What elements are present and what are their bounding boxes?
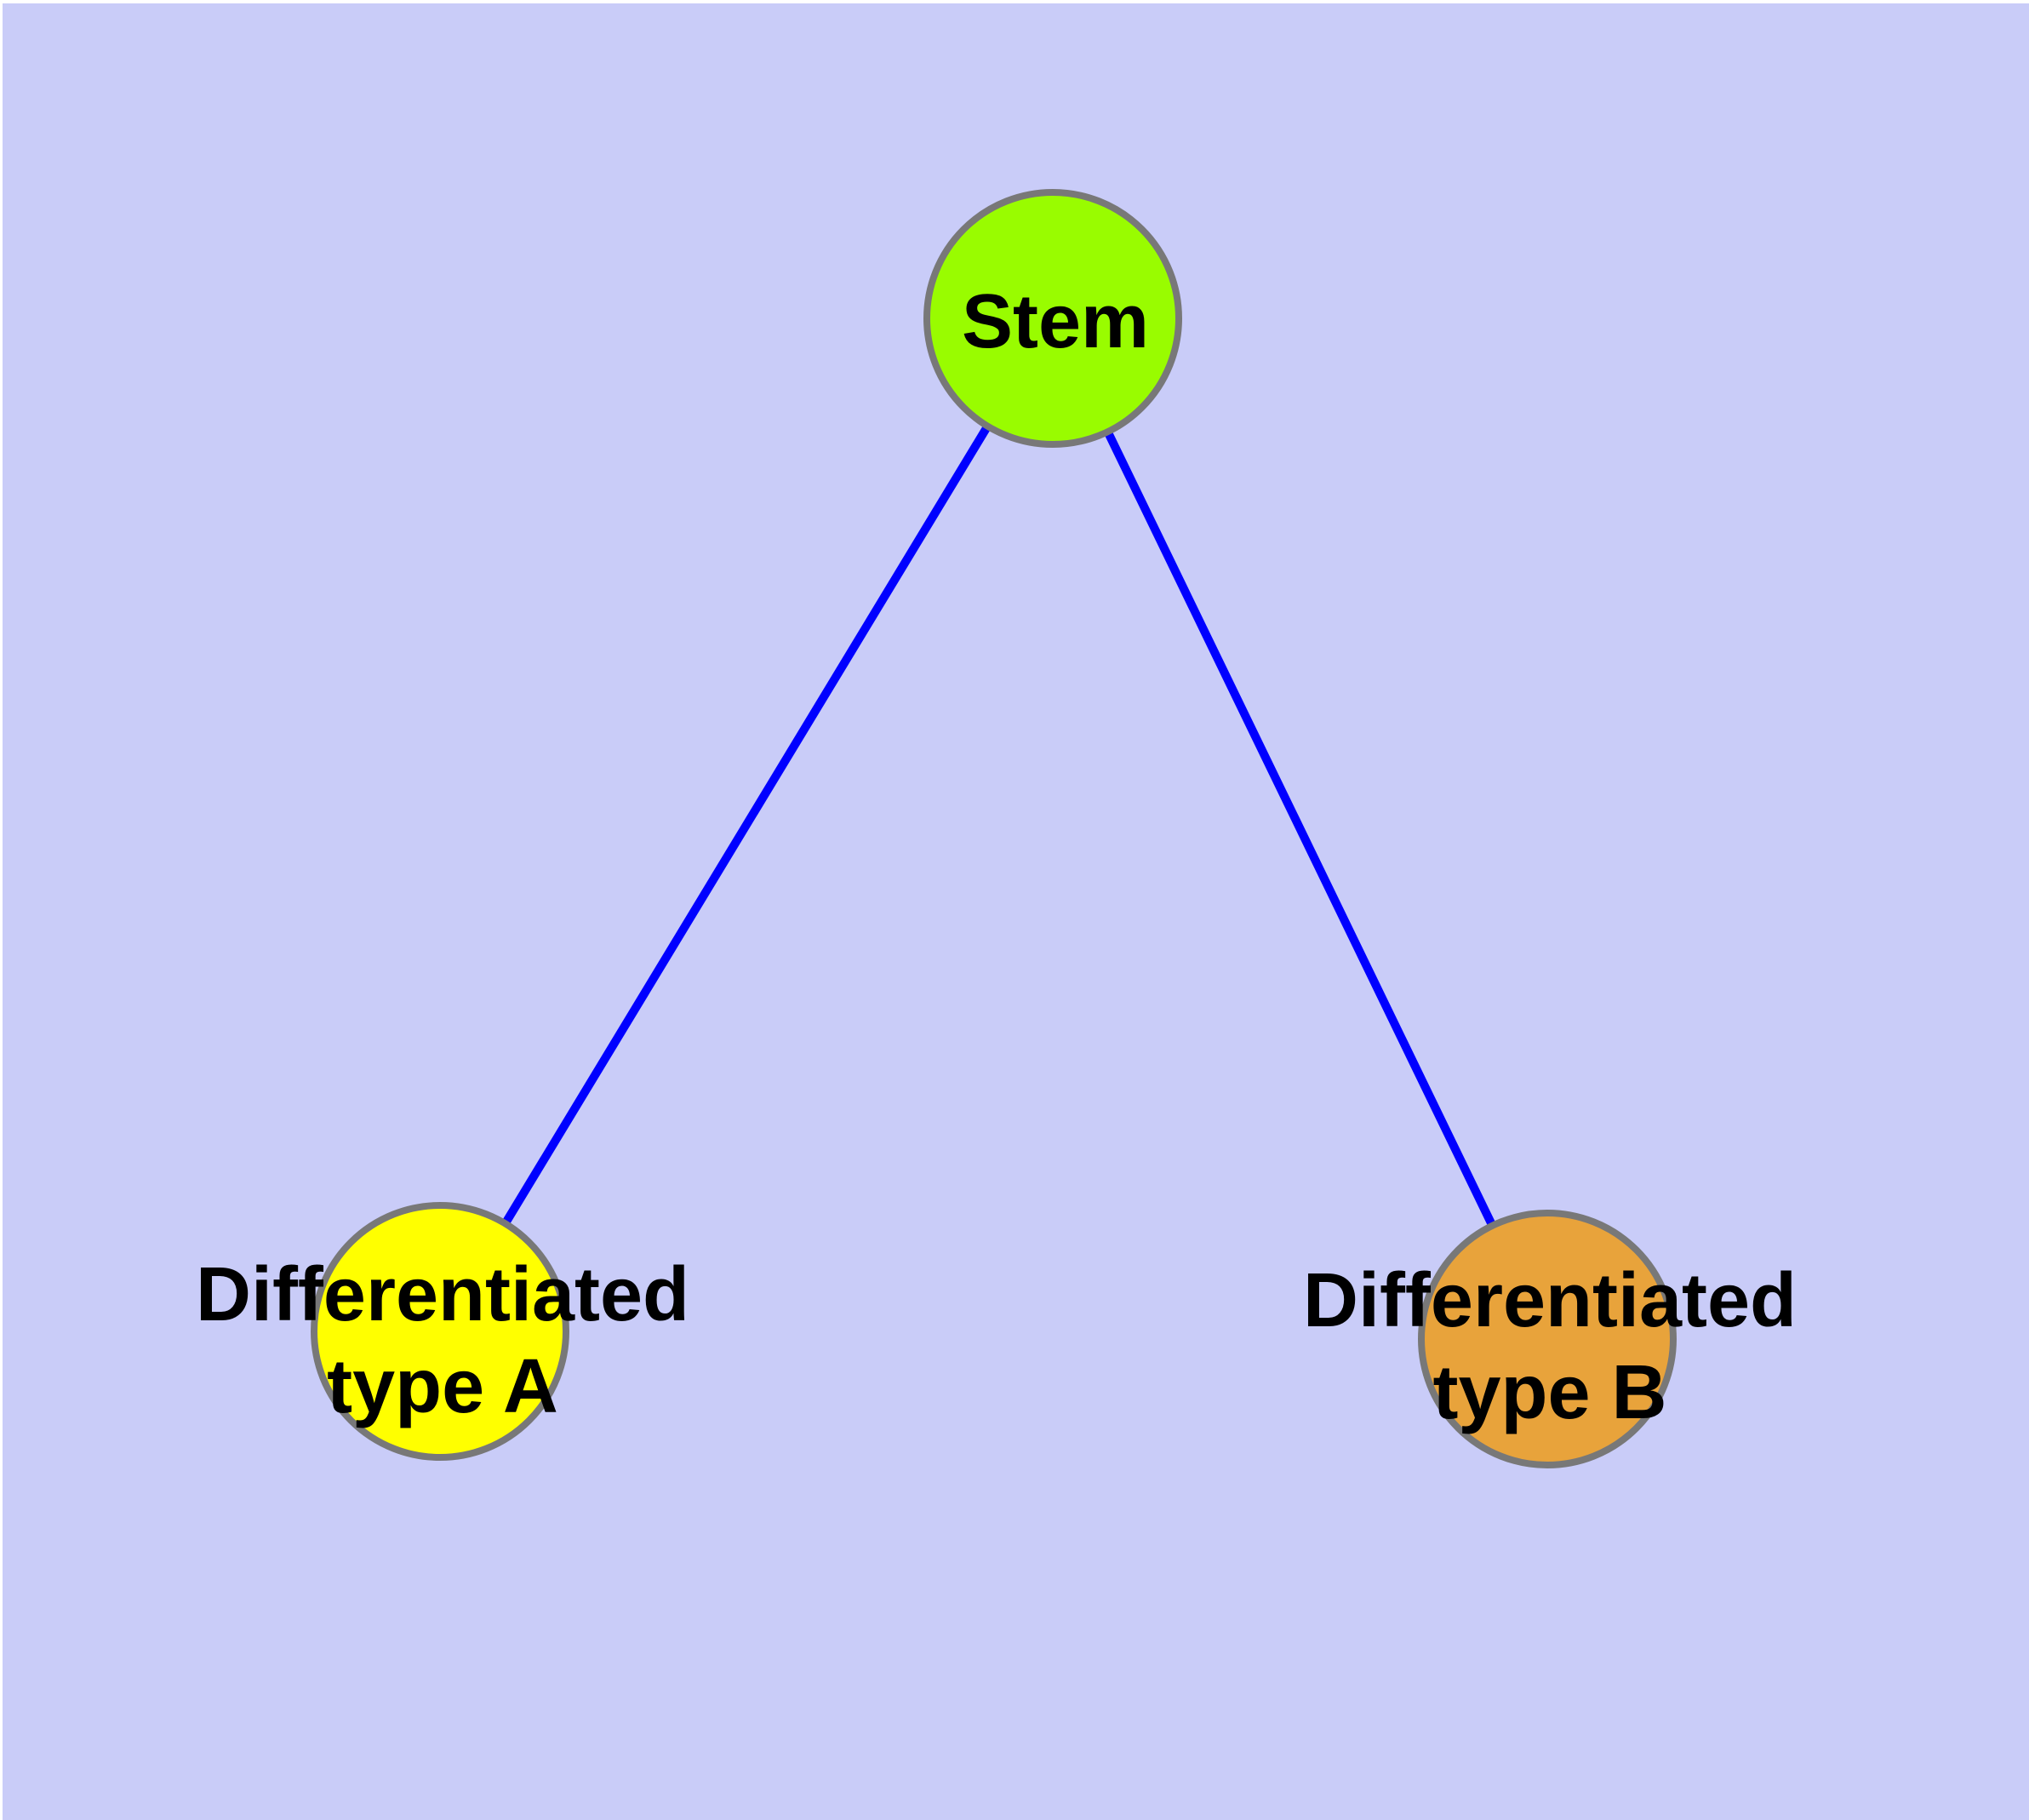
node-type-b-label-line2: type B bbox=[1432, 1350, 1667, 1435]
node-type-b-label: Differentiated type B bbox=[1209, 1255, 1890, 1439]
node-stem-label-text: Stem bbox=[961, 279, 1150, 364]
node-type-b-label-line1: Differentiated bbox=[1302, 1258, 1798, 1343]
node-stem-circle bbox=[923, 189, 1182, 448]
node-type-a-label-line1: Differentiated bbox=[195, 1252, 690, 1337]
diagram-graphic bbox=[311, 189, 1677, 1468]
diagram-canvas: Stem Differentiated type A Differentiate… bbox=[3, 3, 2029, 1820]
edge-stem-to-type-b bbox=[1049, 316, 1552, 1342]
node-type-a-label: Differentiated type A bbox=[102, 1249, 783, 1433]
edge-stem-to-type-a bbox=[436, 316, 1057, 1334]
node-type-b-circle bbox=[1418, 1210, 1677, 1468]
node-stem-label: Stem bbox=[800, 276, 1311, 368]
node-type-a-label-line2: type A bbox=[327, 1344, 558, 1429]
node-type-a-circle bbox=[311, 1202, 569, 1461]
